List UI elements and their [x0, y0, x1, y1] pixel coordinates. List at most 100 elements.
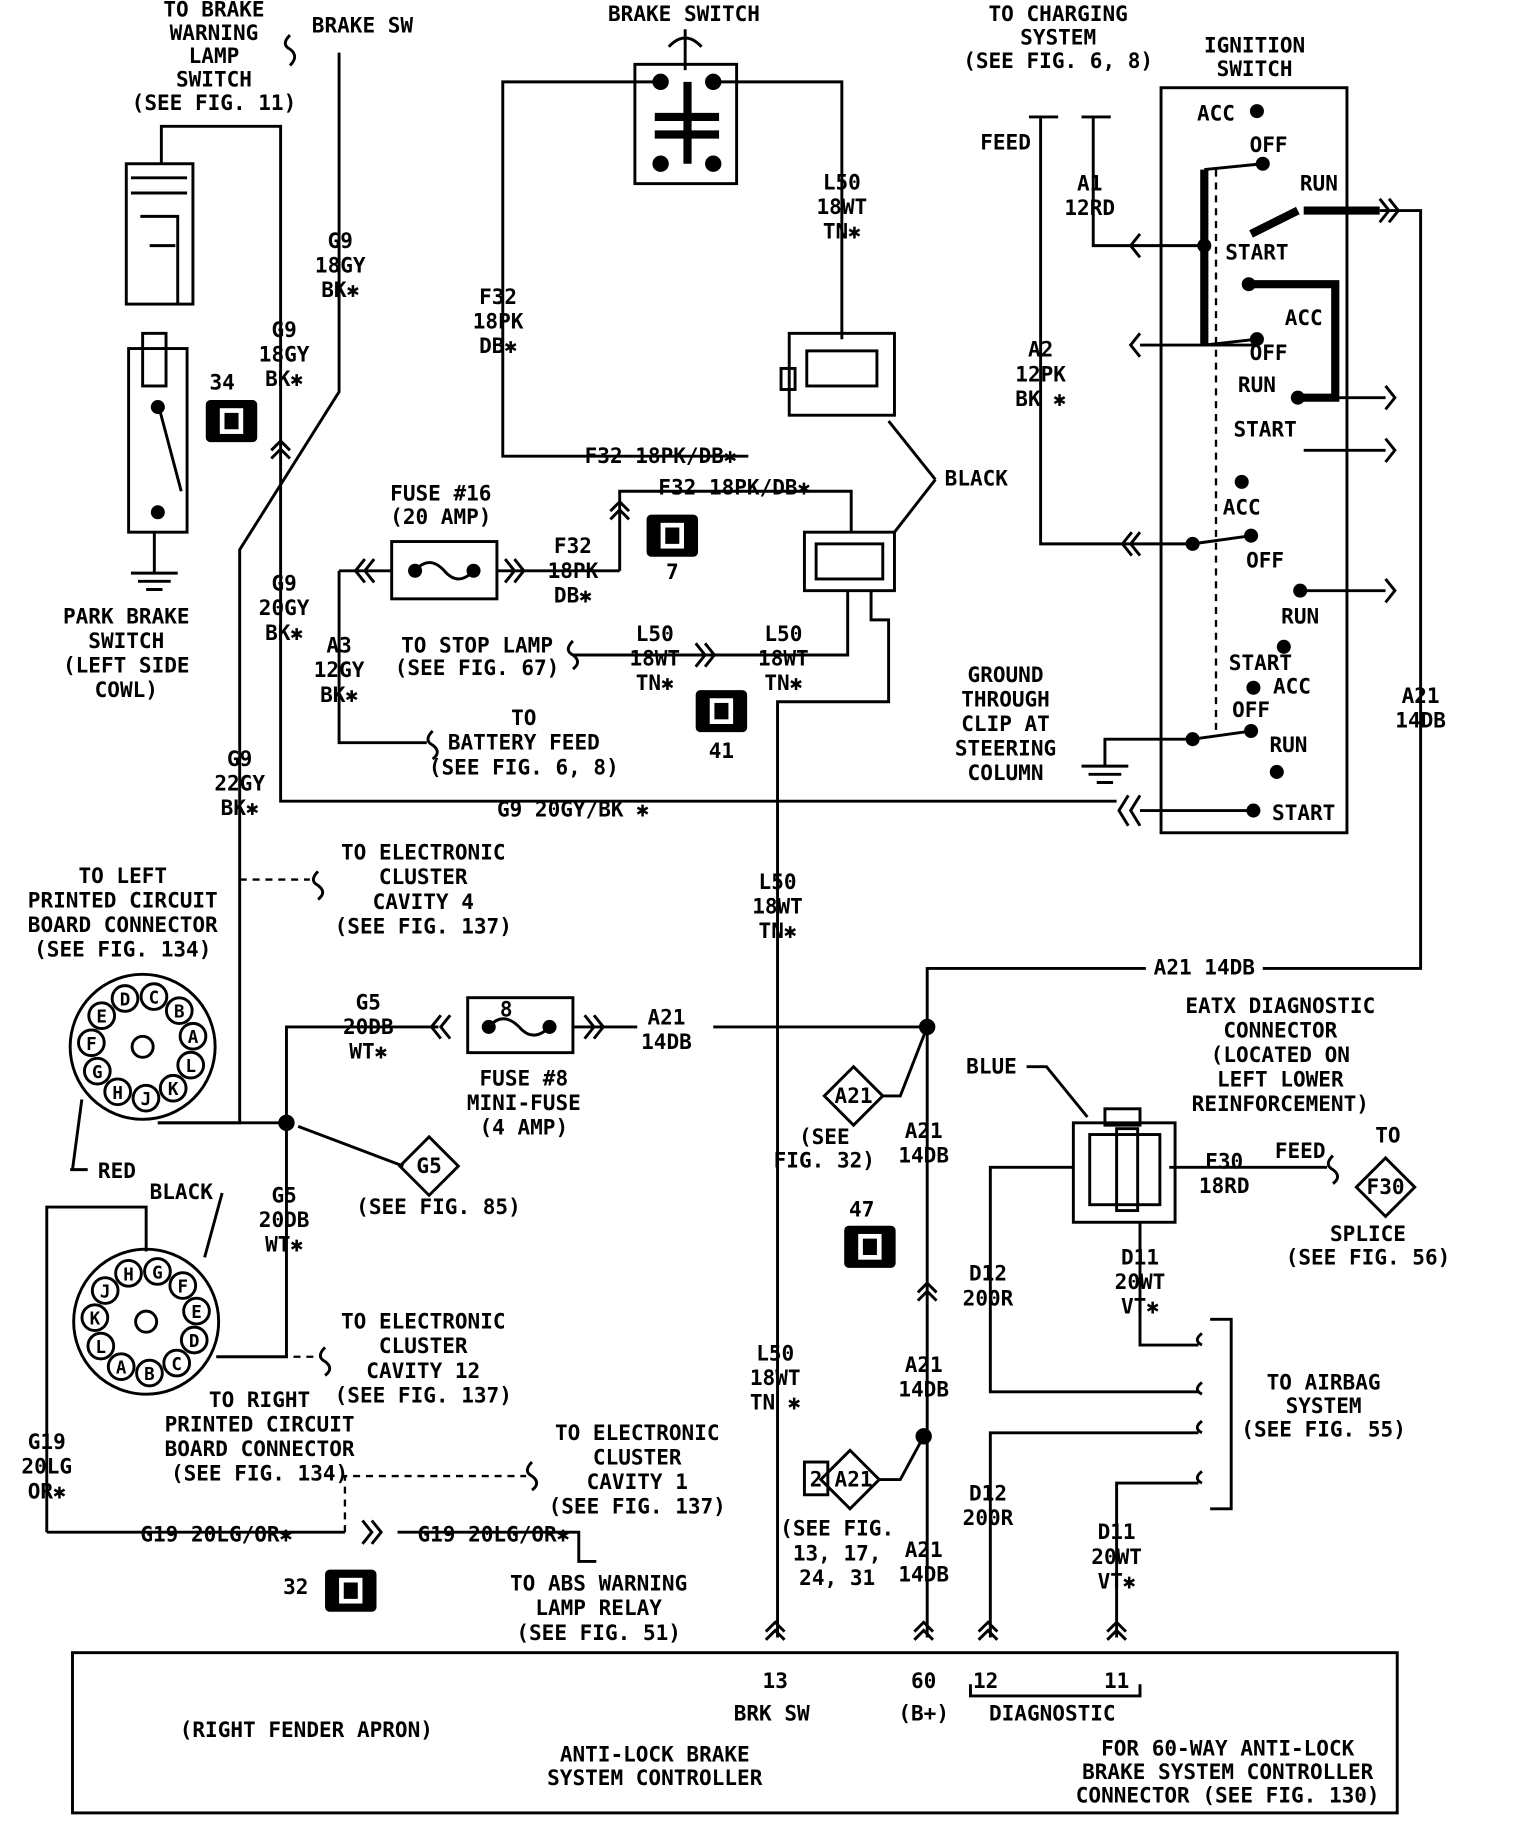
connector-pin-label: G: [152, 1263, 163, 1283]
label-right-pcb: TO RIGHT: [209, 1387, 310, 1412]
label-ground: GROUND: [968, 662, 1044, 687]
label-g19-line1: G19 20LG/OR✱: [140, 1522, 292, 1547]
label-fuse8: (4 AMP): [480, 1115, 569, 1140]
label-f32-a: 18PK: [473, 309, 524, 334]
label-ig-off4: OFF: [1232, 697, 1270, 722]
label-ignition: SWITCH: [1217, 56, 1293, 81]
label-fuse16: FUSE #16: [390, 481, 491, 506]
label-l50-mid: L50: [759, 869, 797, 894]
label-a21-right: A21: [1402, 683, 1440, 708]
connector-location-icon: [646, 514, 699, 557]
label-g9-20: G9: [271, 571, 296, 596]
connector-pin-label: D: [120, 990, 131, 1010]
label-d11-a: 20WT: [1115, 1269, 1166, 1294]
label-fender: (RIGHT FENDER APRON): [180, 1717, 433, 1742]
label-charging: (SEE FIG. 6, 8): [963, 48, 1153, 73]
label-ig-acc4: ACC: [1273, 674, 1311, 699]
label-brake-warning: WARNING: [170, 20, 259, 45]
ignition-contact: [1241, 277, 1256, 292]
label-l50-a: 18WT: [629, 646, 680, 671]
label-g5-a: WT✱: [349, 1039, 387, 1064]
connector-location-icon: [325, 1569, 377, 1612]
wire-g5-diamond: [297, 1124, 404, 1168]
wire-brake-warning-g9: [159, 124, 1117, 803]
label-ignition: IGNITION: [1204, 33, 1305, 58]
label-a3: A3: [326, 633, 351, 658]
label-cluster12: (SEE FIG. 137): [335, 1382, 512, 1407]
ignition-contact: [1197, 238, 1212, 253]
connector-pin-label: H: [123, 1265, 134, 1285]
label-d11-a: VT✱: [1121, 1293, 1159, 1318]
label-g9-22: BK✱: [221, 795, 259, 820]
label-ig-acc2: ACC: [1285, 305, 1323, 330]
label-f32-line2: F32 18PK/DB✱: [658, 475, 810, 500]
label-brk-sw: BRK SW: [734, 1701, 810, 1726]
label-f32-a: F32: [479, 284, 517, 309]
connector-pin-label: K: [90, 1310, 101, 1330]
wire-black2-arrow: [203, 1192, 224, 1258]
label-abs-relay: (SEE FIG. 51): [516, 1620, 681, 1645]
wire-a1: [1091, 116, 1140, 248]
label-l50-mid: TN✱: [759, 918, 797, 943]
label-left-pcb: TO LEFT: [78, 863, 167, 888]
wire-blue-arrow: [1026, 1065, 1089, 1118]
connector-pin-label: J: [100, 1283, 111, 1303]
label-l50-b: TN✱: [764, 670, 802, 695]
label-ground: STEERING: [955, 736, 1056, 761]
label-g19-line2: G19 20LG/OR✱: [417, 1522, 569, 1547]
connector-black-2: [802, 530, 896, 593]
connector-pin-label: A: [116, 1359, 127, 1379]
label-see13: (SEE FIG.: [780, 1516, 894, 1541]
connector-pin-label: J: [141, 1090, 152, 1110]
label-g9-18a: BK✱: [321, 277, 359, 302]
ignition-switch: [1159, 86, 1380, 835]
label-l50-low: 18WT: [750, 1365, 801, 1390]
connector-black-1: [779, 331, 896, 417]
connector-pin-label: L: [185, 1057, 196, 1077]
label-feed1: FEED: [980, 130, 1031, 155]
label-g9-18a: G9: [328, 228, 353, 253]
label-g9-20: BK✱: [265, 620, 303, 645]
label-g9-22: 22GY: [214, 771, 265, 796]
label-l50-low: L50: [756, 1340, 794, 1365]
label-f32-b: F32: [554, 533, 592, 558]
label-a21-d: 14DB: [898, 1377, 949, 1402]
splice-diamond-icon: [822, 1064, 885, 1128]
label-a1: 12RD: [1064, 195, 1115, 220]
connector-location-icon: [205, 400, 258, 443]
label-c41: 41: [709, 738, 734, 763]
label-fuse16: (20 AMP): [390, 504, 491, 529]
label-left-pcb: PRINTED CIRCUIT: [28, 888, 218, 913]
connector-pin-label: E: [191, 1303, 202, 1323]
label-see13: 13, 17,: [793, 1540, 882, 1565]
wire-l50-stop: [572, 590, 850, 657]
label-park-brake: COWL): [95, 677, 158, 702]
label-ground: COLUMN: [968, 760, 1044, 785]
ignition-contact: [1269, 764, 1284, 779]
splice-diamond-icon: [818, 1448, 882, 1511]
ignition-contact: [1246, 680, 1261, 695]
label-red: RED: [98, 1158, 136, 1183]
label-ig-run3: RUN: [1281, 603, 1319, 628]
wire-d11: [1115, 1222, 1199, 1638]
label-l50-top: TN✱: [823, 219, 861, 244]
ignition-contact: [1249, 332, 1264, 347]
label-left-pcb: (SEE FIG. 134): [34, 937, 211, 962]
connector-location-icon: [844, 1225, 896, 1268]
label-a21-c: A21: [905, 1118, 943, 1143]
label-g9-22: G9: [227, 746, 252, 771]
wires: [45, 34, 1423, 1641]
wire-black-arrows: [887, 420, 937, 534]
label-d12-a: 200R: [963, 1285, 1014, 1310]
label-c47: 47: [849, 1196, 874, 1221]
label-brake-warning: SWITCH: [176, 67, 252, 92]
label-eatx: CONNECTOR: [1223, 1017, 1337, 1042]
label-eatx: (LOCATED ON: [1211, 1042, 1350, 1067]
wire-d12: [988, 1165, 1199, 1638]
label-c7: 7: [666, 559, 679, 584]
label-a2: A2: [1028, 337, 1053, 362]
wire-brake-sw-g9: [157, 52, 341, 1125]
label-see32: (SEE: [799, 1124, 850, 1149]
